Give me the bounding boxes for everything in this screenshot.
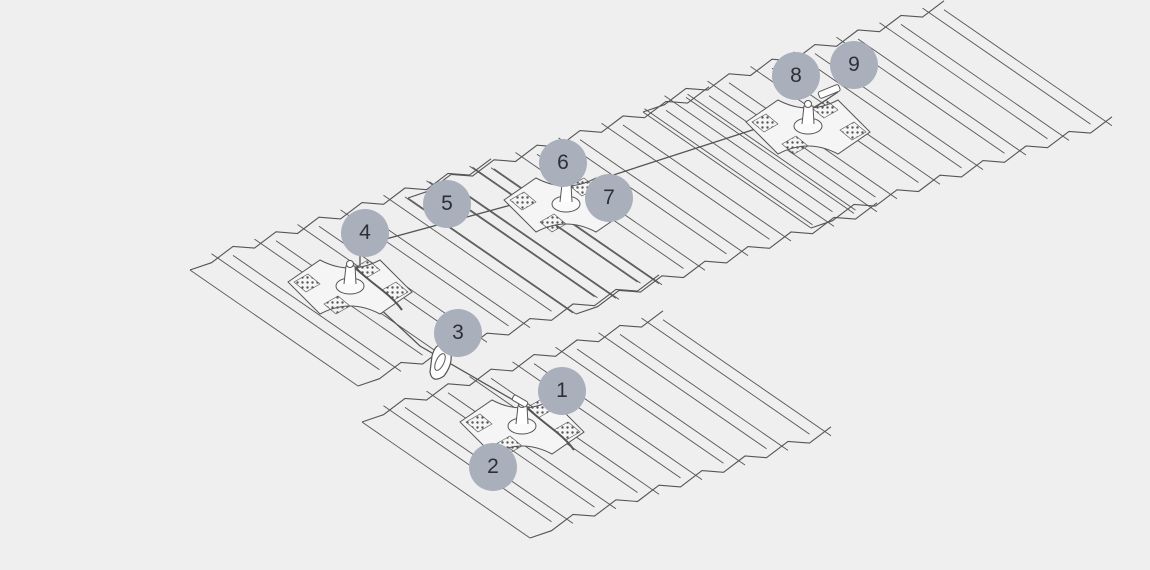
end-anchor-right [745, 99, 871, 155]
corner-anchor-left [287, 259, 413, 315]
callout-4: 4 [341, 209, 389, 257]
callout-9: 9 [830, 41, 878, 89]
callout-8: 8 [772, 52, 820, 100]
callout-6: 6 [539, 139, 587, 187]
callout-5: 5 [423, 180, 471, 228]
cable-tensioner [511, 394, 529, 408]
energy-absorber [817, 84, 841, 99]
roof-sheet-center [407, 86, 878, 315]
callout-3: 3 [434, 309, 482, 357]
callout-7: 7 [585, 174, 633, 222]
roof-sheet-right [642, 0, 1113, 229]
callout-2: 2 [469, 443, 517, 491]
callout-1: 1 [538, 367, 586, 415]
roof-sheet-bottom [361, 310, 832, 539]
